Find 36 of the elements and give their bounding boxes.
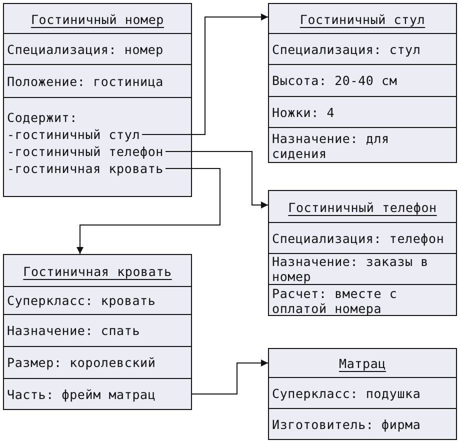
attribute-text: Положение: гостиница (7, 74, 164, 88)
attribute-text: Суперкласс: подушка (272, 386, 421, 400)
connector-arrow (76, 168, 220, 254)
attribute-text: Ножки: 4 (272, 104, 335, 120)
connector-arrow (165, 151, 268, 208)
class-box (3, 254, 192, 410)
attribute-text: Специализация: номер (7, 42, 164, 56)
attribute-text: Высота: 20-40 см (272, 73, 398, 88)
class-name: Гостиничный стул (300, 12, 426, 26)
class-name: Гостиничный номер (30, 12, 164, 26)
attribute-text: Содержит: (7, 109, 78, 126)
connector-arrow (190, 360, 268, 394)
attribute-text: Суперкласс: кровать (7, 293, 156, 308)
attribute-text: Часть: фрейм матрац (7, 387, 156, 402)
attribute-text: Размер: королевский (7, 355, 156, 370)
attribute-text: Назначение: заказы в номер (272, 254, 430, 284)
attribute-row (269, 253, 456, 284)
attribute-text: Специализация: телефон (272, 230, 444, 246)
class-box (268, 348, 457, 440)
attribute-text: Назначение: для сидения (272, 130, 390, 160)
class-name: Гостиничный телефон (288, 200, 437, 214)
class-name: Матрац (339, 356, 386, 371)
class-name: Гостиничная кровать (23, 264, 172, 278)
attribute-text: Расчет: вместе с оплатой номера (272, 286, 398, 316)
class-box (3, 3, 192, 197)
attribute-text: Назначение: спать (7, 323, 140, 338)
attribute-text: Изготовитель: фирма (272, 417, 421, 432)
list-item: -гостиничный телефон (7, 143, 164, 160)
class-box (268, 190, 457, 316)
attribute-text: Специализация: стул (272, 42, 421, 56)
list-item: -гостиничный стул (7, 126, 140, 143)
class-box (268, 3, 457, 163)
connector-arrow (142, 14, 268, 135)
list-item: -гостиничная кровать (7, 160, 164, 177)
attribute-row (269, 284, 456, 316)
attribute-row (269, 127, 456, 163)
